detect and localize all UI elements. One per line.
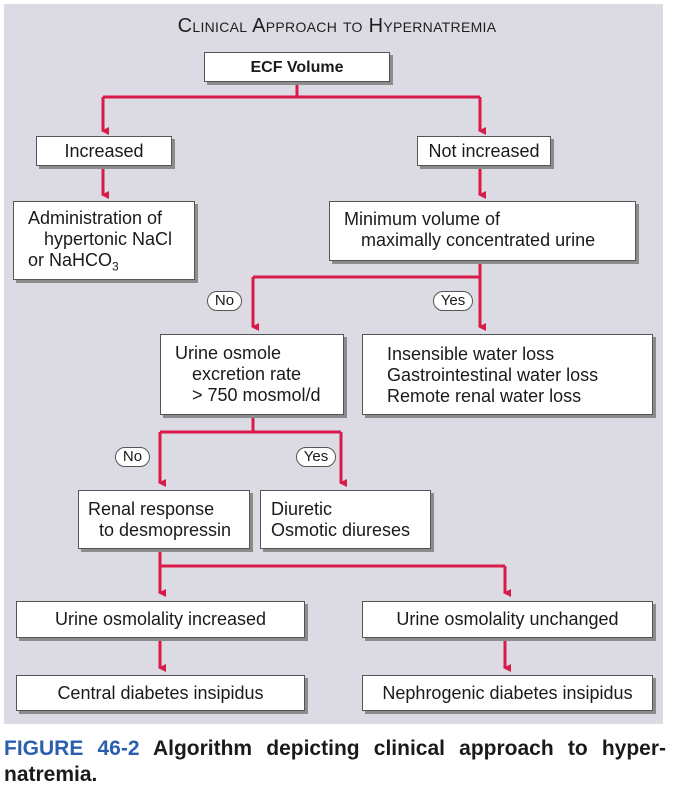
figure-caption-text: Algorithm depicting clinical approach to… (4, 737, 666, 786)
yes-pill-1: Yes (433, 291, 473, 311)
min-volume-line-1: Minimum volume of (344, 209, 501, 229)
ecf-volume-label: ECF Volume (250, 58, 344, 76)
administration-subscript: 3 (112, 259, 119, 274)
no-pill-1: No (207, 291, 242, 311)
not-increased-box: Not increased (417, 136, 551, 166)
ecf-volume-box: ECF Volume (204, 52, 390, 82)
osmolality-unchanged-label: Urine osmolality unchanged (396, 609, 619, 629)
renal-response-box: Renal response to desmopressin (78, 490, 250, 549)
figure-number: FIGURE 46-2 (4, 737, 140, 760)
diuretic-line-2: Osmotic diureses (271, 520, 411, 540)
administration-line-1: Administration of (28, 208, 163, 228)
increased-label: Increased (64, 140, 144, 161)
insensible-box: Insensible water loss Gastrointestinal w… (362, 334, 653, 415)
administration-line-2: hypertonic NaCl (44, 229, 173, 249)
administration-box: Administration of hypertonic NaCl or NaH… (13, 201, 195, 280)
nephrogenic-di-label: Nephrogenic diabetes insipidus (382, 682, 633, 703)
central-di-label: Central diabetes insipidus (57, 682, 264, 703)
min-volume-line-2: maximally concentrated urine (361, 230, 596, 250)
yes-pill-2: Yes (296, 447, 336, 467)
min-volume-box: Minimum volume of maximally concentrated… (329, 201, 636, 261)
urine-osmole-line-2: excretion rate (192, 364, 302, 384)
osmolality-increased-box: Urine osmolality increased (16, 601, 305, 638)
connector-lines (101, 82, 511, 672)
not-increased-label: Not increased (428, 140, 540, 161)
increased-box: Increased (36, 136, 172, 166)
renal-response-line-2: to desmopressin (99, 520, 232, 540)
renal-response-line-1: Renal response (88, 499, 215, 519)
diuretic-box: Diuretic Osmotic diureses (260, 490, 431, 549)
insensible-line-1: Insensible water loss (387, 344, 555, 364)
figure-caption: FIGURE 46-2 Algorithm depicting clinical… (4, 736, 666, 788)
administration-line-3: or NaHCO (28, 250, 113, 270)
urine-osmole-line-3: > 750 mosmol/d (192, 385, 321, 405)
no-pill-2: No (115, 447, 150, 467)
insensible-line-2: Gastrointestinal water loss (387, 365, 599, 385)
diuretic-line-1: Diuretic (271, 499, 333, 519)
osmolality-unchanged-box: Urine osmolality unchanged (362, 601, 653, 638)
insensible-line-3: Remote renal water loss (387, 386, 582, 406)
osmolality-increased-label: Urine osmolality increased (54, 609, 267, 629)
central-di-box: Central diabetes insipidus (16, 675, 305, 711)
nephrogenic-di-box: Nephrogenic diabetes insipidus (362, 675, 653, 711)
diagram-title: Clinical Approach to Hypernatremia (177, 15, 497, 37)
urine-osmole-box: Urine osmole excretion rate > 750 mosmol… (160, 334, 344, 415)
urine-osmole-line-1: Urine osmole (175, 343, 282, 363)
